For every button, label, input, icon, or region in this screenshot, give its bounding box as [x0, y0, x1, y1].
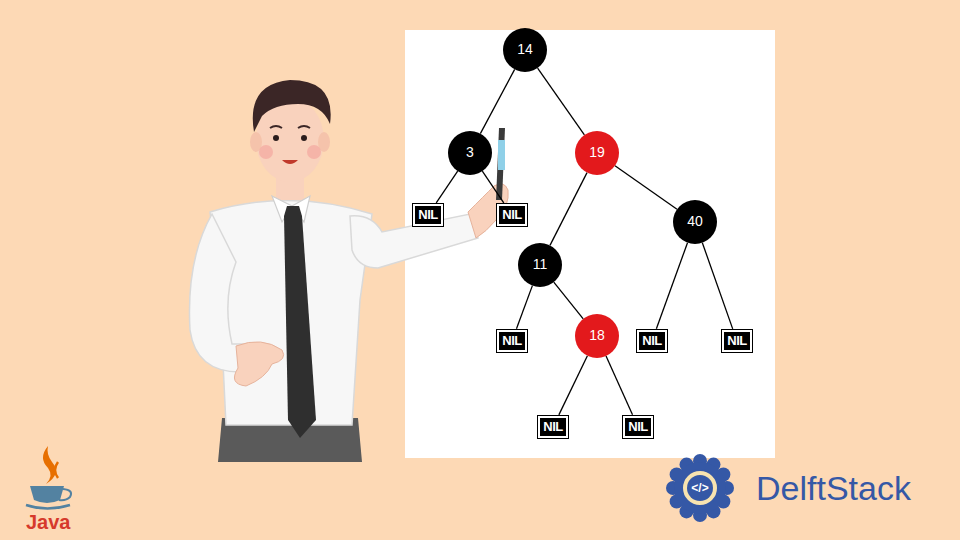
- tree-edge: [550, 173, 587, 246]
- presenter-figure-part: [498, 140, 505, 170]
- presenter-figure-part: [273, 135, 279, 141]
- node-circle-fill: [575, 314, 619, 358]
- presenter-figure-part: [270, 126, 310, 128]
- nil-label: NIL: [642, 334, 661, 348]
- nil-leaf-box: NIL: [722, 330, 751, 352]
- java-logo-part: [59, 489, 71, 500]
- tree-node-circle: 3: [448, 131, 492, 175]
- presenter-figure: [189, 80, 508, 462]
- tree-edge: [656, 243, 687, 329]
- emblem-code-sign: </>: [691, 482, 708, 494]
- node-key: 40: [687, 214, 703, 229]
- java-logo-part: [55, 462, 58, 478]
- presenter-figure-part: [234, 342, 283, 386]
- delftstack-emblem-part: [682, 470, 718, 506]
- nil-leaf-box: NIL: [497, 330, 526, 352]
- node-key: 19: [589, 145, 605, 160]
- java-logo-part: [30, 486, 64, 503]
- node-key: 18: [589, 328, 605, 343]
- java-logo-part: [43, 446, 56, 484]
- tree-edge: [482, 171, 503, 203]
- nil-label: NIL: [543, 420, 562, 434]
- tree-edge: [436, 171, 457, 203]
- node-circle-fill: [518, 243, 562, 287]
- presenter-figure-part: [259, 145, 273, 159]
- tree-edge: [554, 282, 583, 319]
- tree-node-circle: 19: [575, 131, 619, 175]
- nil-label: NIL: [727, 334, 746, 348]
- node-circle-fill: [673, 200, 717, 244]
- tree-node-circle: 11: [518, 243, 562, 287]
- java-wordmark: Java: [26, 512, 71, 532]
- node-circle-fill: [448, 131, 492, 175]
- presenter-figure-part: [301, 135, 307, 141]
- delftstack-emblem-part: [674, 462, 726, 514]
- node-key: 11: [533, 257, 548, 272]
- tree-edge: [538, 68, 585, 135]
- tree-edge: [615, 166, 677, 210]
- nil-leaf-box: NIL: [497, 204, 526, 226]
- nil-leaf-box: NIL: [413, 204, 442, 226]
- tree-edge: [480, 69, 514, 133]
- tree-node-circle: 18: [575, 314, 619, 358]
- nil-label: NIL: [418, 208, 437, 222]
- presenter-figure-part: [282, 160, 298, 164]
- tree-node-circle: 14: [503, 28, 547, 72]
- presenter-figure-part: [284, 206, 316, 438]
- tree-edge: [606, 356, 632, 415]
- node-circle-fill: [503, 28, 547, 72]
- tree-edge: [702, 243, 732, 329]
- tree-node-circle: 40: [673, 200, 717, 244]
- java-logo: [26, 446, 71, 509]
- nil-label: NIL: [502, 208, 521, 222]
- tree-edge: [516, 286, 532, 329]
- presenter-figure-part: [307, 145, 321, 159]
- nil-leaf-box: NIL: [623, 416, 652, 438]
- java-logo-part: [26, 505, 70, 509]
- nil-leaf-box: NIL: [538, 416, 567, 438]
- delftstack-emblem: [666, 454, 734, 522]
- nil-leaf-box: NIL: [637, 330, 666, 352]
- nil-label: NIL: [628, 420, 647, 434]
- presenter-figure-part: [496, 128, 505, 200]
- tree-edge: [559, 356, 588, 415]
- nil-label: NIL: [502, 334, 521, 348]
- brand-wordmark: DelftStack: [756, 471, 911, 505]
- node-key: 3: [466, 145, 474, 160]
- node-circle-fill: [575, 131, 619, 175]
- delftstack-emblem-part: [687, 475, 713, 501]
- presenter-figure-part: [253, 80, 331, 132]
- node-key: 14: [517, 42, 533, 57]
